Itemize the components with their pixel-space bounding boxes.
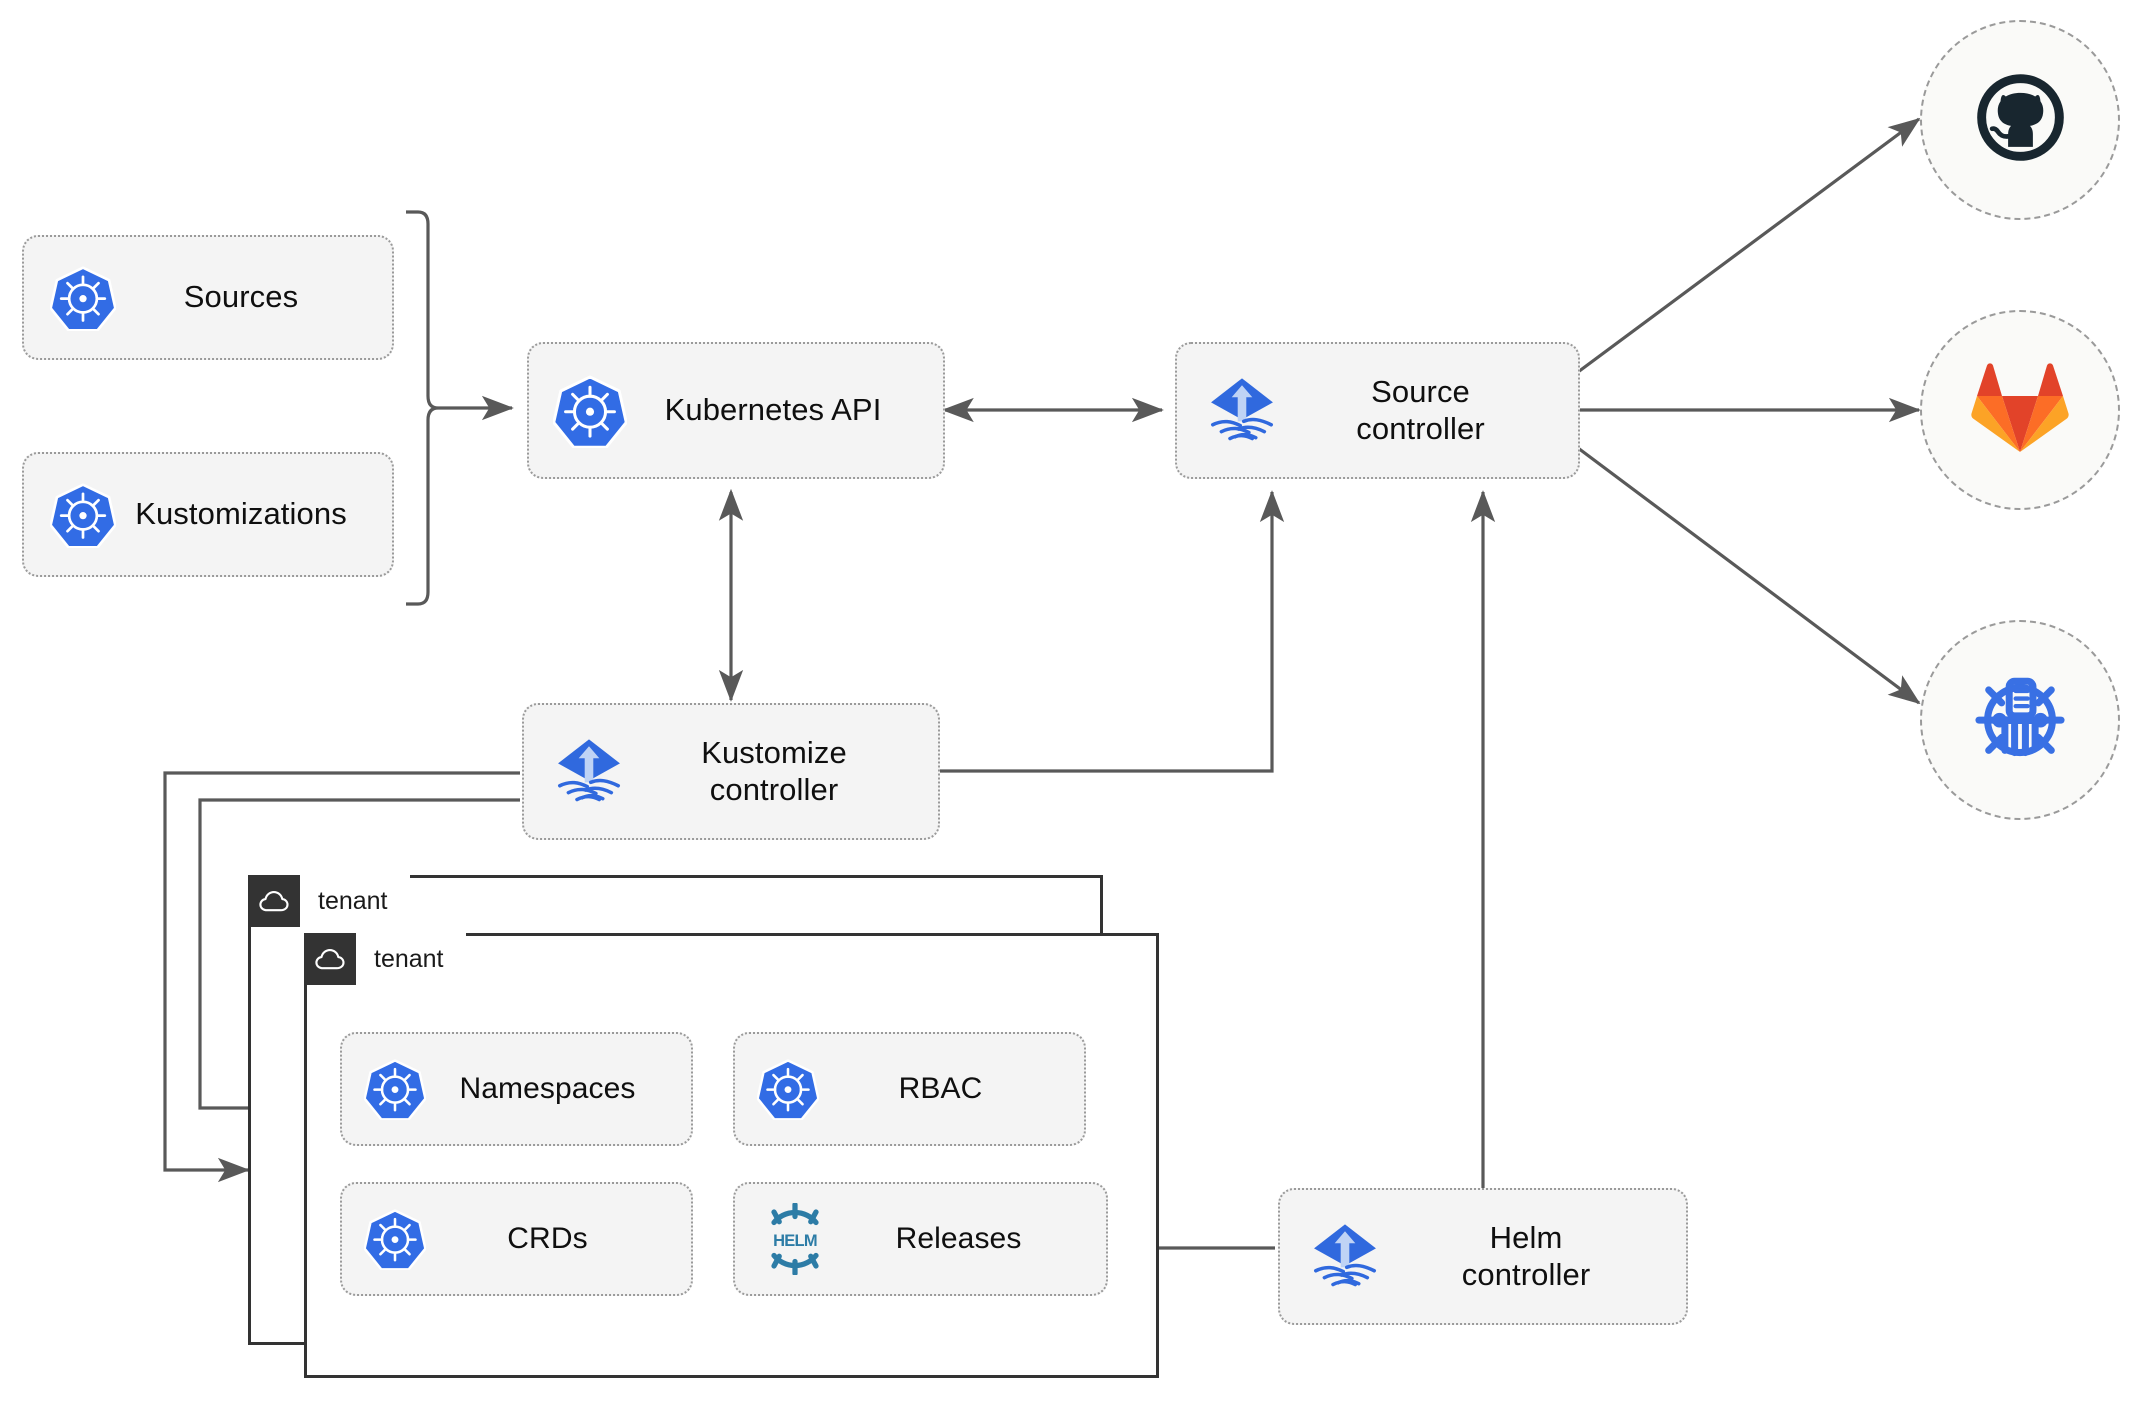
node-kustomize-controller[interactable]: Kustomize controller: [522, 703, 940, 840]
node-source-controller[interactable]: Source controller: [1175, 342, 1580, 479]
svg-text:HELM: HELM: [773, 1232, 817, 1250]
cloud-icon: [304, 933, 356, 985]
flux-icon: [1302, 1214, 1388, 1300]
kubernetes-icon: [364, 1058, 426, 1120]
node-label-rbac: RBAC: [898, 1072, 983, 1106]
node-helm-controller[interactable]: Helm controller: [1278, 1188, 1688, 1325]
node-kubernetes-api[interactable]: Kubernetes API: [527, 342, 945, 479]
kubernetes-icon: [364, 1208, 426, 1270]
node-label-helm-controller: Helm controller: [1461, 1219, 1591, 1292]
node-label-crds: CRDs: [507, 1222, 588, 1256]
tenant-label-outer: tenant: [300, 875, 410, 927]
flux-icon: [1199, 368, 1285, 454]
github-icon: [1968, 65, 2073, 175]
node-sources[interactable]: Sources: [22, 235, 394, 360]
node-namespaces[interactable]: Namespaces: [340, 1032, 693, 1146]
node-label-releases: Releases: [895, 1222, 1022, 1256]
helm-icon: HELM: [757, 1203, 833, 1275]
edge-sources-brace: [406, 210, 439, 606]
provider-gitlab[interactable]: [1920, 310, 2120, 510]
edge-kustomizecontroller-sourcecontroller: [938, 490, 1285, 773]
tenant-tab-outer: tenant: [248, 875, 410, 927]
node-label-kustomizations: Kustomizations: [135, 496, 347, 532]
flux-icon: [546, 729, 632, 815]
kubernetes-icon: [50, 265, 116, 331]
tenant-label-inner: tenant: [356, 933, 466, 985]
provider-bucket[interactable]: [1920, 620, 2120, 820]
node-crds[interactable]: CRDs: [340, 1182, 693, 1296]
node-label-source-controller: Source controller: [1356, 373, 1485, 446]
edge-sourcecontroller-bucket: [1577, 446, 1921, 705]
cloud-icon: [248, 875, 300, 927]
bucket-icon: [1966, 664, 2074, 777]
node-label-kubernetes-api: Kubernetes API: [664, 392, 882, 428]
kubernetes-icon: [757, 1058, 819, 1120]
edge-sourcecontroller-github: [1577, 117, 1921, 374]
tenant-container-inner[interactable]: tenant: [304, 933, 1159, 1378]
tenant-tab-inner: tenant: [304, 933, 466, 985]
gitlab-icon: [1970, 360, 2070, 460]
provider-github[interactable]: [1920, 20, 2120, 220]
kubernetes-icon: [50, 482, 116, 548]
node-label-sources: Sources: [183, 279, 299, 315]
node-releases[interactable]: HELM Releases: [733, 1182, 1108, 1296]
node-label-kustomize-controller: Kustomize controller: [701, 734, 847, 807]
node-rbac[interactable]: RBAC: [733, 1032, 1086, 1146]
node-kustomizations[interactable]: Kustomizations: [22, 452, 394, 577]
kubernetes-icon: [553, 374, 627, 448]
node-label-namespaces: Namespaces: [459, 1072, 636, 1106]
